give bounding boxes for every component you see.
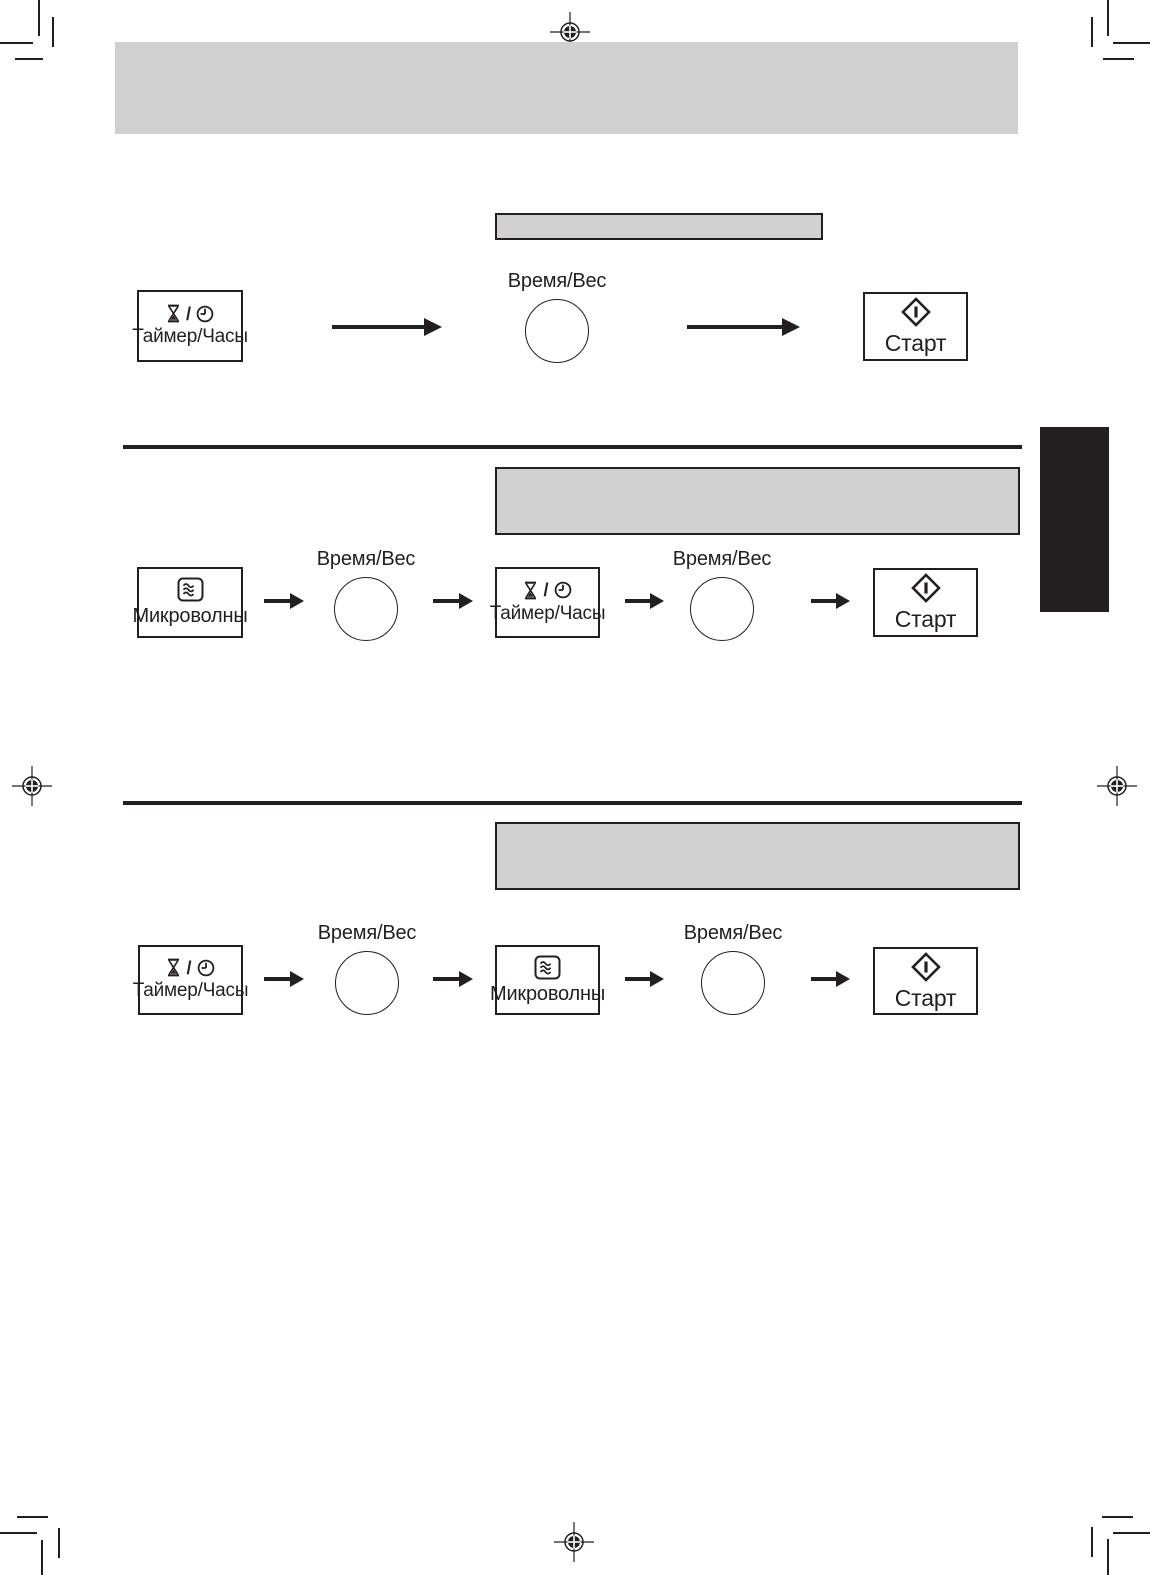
start-diamond-icon [910,573,941,603]
separator-slash: / [186,957,192,978]
time-weight-dial [335,951,399,1015]
flow-arrow [811,599,836,603]
flow-arrow [625,977,650,981]
time-weight-label: Время/Вес [317,922,417,944]
start-label: Старт [894,606,957,633]
timer-clock-label: Таймер/Часы [132,980,249,1002]
time-weight-dial [334,577,398,641]
crop-mark [1091,1527,1093,1557]
time-weight-label: Время/Вес [316,548,416,570]
time-weight-label: Время/Вес [683,922,783,944]
crop-mark [1113,1532,1150,1534]
timer-clock-button: / Таймер/Часы [133,945,249,1015]
flow-arrow [264,977,290,981]
microwave-waves-icon [534,955,561,980]
crop-mark [0,1532,37,1534]
microwave-label: Микроволны [490,982,606,1005]
crop-mark [1107,0,1109,36]
flow-arrow [433,599,459,603]
time-weight-dial-group: Время/Вес [306,548,426,641]
crop-mark [38,0,40,36]
flow-arrow [433,977,459,981]
time-weight-dial-group: Время/Вес [497,270,617,363]
flow-arrow [625,599,650,603]
timer-clock-icons: / [523,581,571,600]
crop-mark [41,1540,43,1575]
header-bar [115,42,1018,134]
crop-mark [15,58,43,60]
microwave-waves-icon [177,577,203,602]
crop-mark [58,1528,60,1558]
timer-clock-label: Таймер/Часы [489,602,606,624]
clock-icon [196,305,214,323]
timer-clock-icons: / [166,958,214,977]
hourglass-icon [167,304,179,323]
start-button: Старт [873,568,978,637]
timer-clock-button: / Таймер/Часы [490,567,606,638]
timer-clock-label: Таймер/Часы [132,326,248,348]
note-box [495,213,823,240]
crop-mark [1107,1539,1109,1575]
flow-arrow [687,325,782,329]
time-weight-dial-group: Время/Вес [673,922,793,1015]
crop-mark [17,1516,48,1518]
start-label: Старт [894,984,957,1011]
registration-mark-icon [12,766,52,806]
side-tab [1040,427,1109,612]
registration-mark-icon [554,1522,594,1562]
separator-slash: / [185,303,191,324]
microwave-button: Микроволны [490,945,605,1015]
section-divider [123,445,1022,449]
registration-mark-icon [550,12,590,52]
time-weight-dial-group: Время/Вес [307,922,427,1015]
time-weight-dial [701,951,765,1015]
time-weight-dial [525,299,589,363]
microwave-button: Микроволны [133,567,248,638]
section-divider [123,801,1022,805]
registration-mark-icon [1097,766,1137,806]
hourglass-icon [168,958,180,977]
time-weight-dial [690,577,754,641]
crop-mark [1091,17,1093,47]
crop-mark [1102,1516,1133,1518]
time-weight-label: Время/Вес [507,270,607,292]
clock-icon [197,959,214,977]
start-button: Старт [863,292,968,361]
start-label: Старт [884,330,947,357]
note-box [495,467,1020,535]
crop-mark [1113,42,1150,44]
start-diamond-icon [910,951,941,982]
separator-slash: / [543,580,549,601]
flow-arrow [332,325,424,329]
start-button: Старт [873,947,978,1015]
timer-clock-button: / Таймер/Часы [132,290,248,362]
clock-icon [554,582,571,599]
flow-arrow [811,977,836,981]
note-box [495,822,1020,890]
crop-mark [0,42,33,44]
crop-mark [52,17,54,47]
crop-mark [1103,58,1134,60]
time-weight-label: Время/Вес [672,548,772,570]
microwave-label: Микроволны [132,605,248,628]
flow-arrow [264,599,290,603]
hourglass-icon [525,581,537,600]
start-diamond-icon [900,297,931,327]
time-weight-dial-group: Время/Вес [662,548,782,641]
timer-clock-icons: / [166,304,214,323]
